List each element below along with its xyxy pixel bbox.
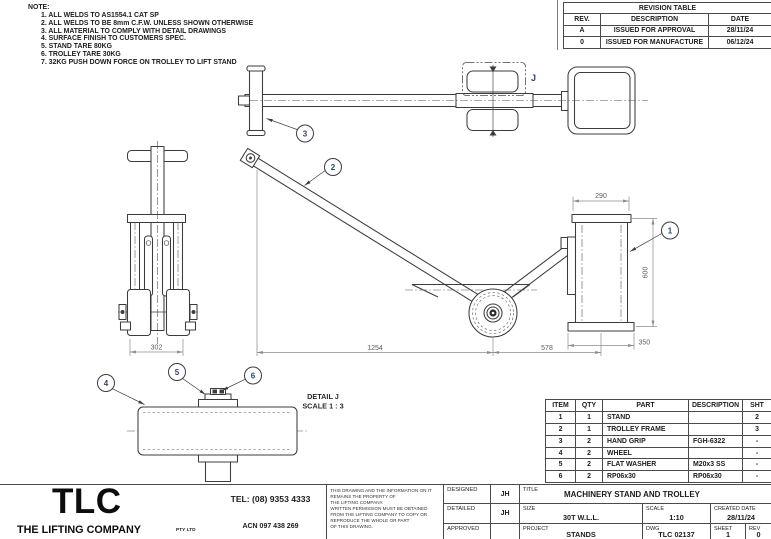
parts-row: 5 2 FLAT WASHER M20x3 SS - [545, 458, 771, 472]
copyright-disclaimer: THIS DRAWING AND THE INFORMATION ON IT R… [326, 485, 443, 539]
dwg-number-value: TLC 02137 [658, 529, 695, 539]
note-item: 5. STAND TARE 80KG [41, 43, 112, 51]
rev-cell: REV 0 [745, 524, 771, 539]
parts-table: ITEM QTY PART DESCRIPTION SHT 1 1 STAND … [545, 399, 771, 484]
revision-row: A ISSUED FOR APPROVAL 28/11/24 [563, 24, 771, 38]
svg-text:6: 6 [251, 371, 256, 380]
notes-block: NOTE: 1. ALL WELDS TO AS1554.1 CAT SP 2.… [28, 4, 253, 67]
phone-number: TEL: (08) 9353 4333 [230, 494, 311, 504]
dim-wheel-to-stand: 578 [541, 345, 553, 352]
detail-axle-stub [204, 461, 232, 483]
svg-text:2: 2 [331, 163, 336, 172]
parts-row: 6 2 RP06x30 RP06x30 - [545, 470, 771, 484]
top-view-trolley: J [237, 62, 648, 137]
detailed-row: DETAILED JH [444, 504, 519, 524]
parts-row: 3 2 HAND GRIP FGH-6322 - [545, 434, 771, 448]
company-name: THE LIFTING COMPANY [17, 524, 141, 536]
scale-cell: SCALE 1:10 [642, 504, 710, 523]
title-cell: TITLE MACHINERY STAND AND TROLLEY [523, 486, 700, 499]
dwg-number-cell: DWG TLC 02137 [642, 524, 710, 539]
size-cell: SIZE 30T W.L.L. [520, 504, 642, 523]
designed-row: DESIGNED JH [444, 485, 519, 504]
drawing-info-block: TITLE MACHINERY STAND AND TROLLEY SIZE 3… [519, 485, 771, 539]
revision-header-row: REV. DESCRIPTION DATE [563, 13, 771, 26]
project-cell: PROJECT STANDS [520, 524, 642, 539]
scale-value: 1:10 [669, 513, 684, 522]
detail-j-boundary [462, 62, 526, 96]
detail-roll-pin [209, 387, 227, 396]
svg-text:3: 3 [303, 129, 308, 138]
title-block: TLC THE LIFTING COMPANY PTY LTD TEL: (08… [0, 482, 771, 539]
size-value: 30T W.L.L. [562, 513, 600, 522]
contact-block: TEL: (08) 9353 4333 ACN 097 438 269 [215, 485, 327, 539]
revision-table: REVISION TABLE REV. DESCRIPTION DATE A I… [563, 1, 771, 49]
sheet-value: 1 [725, 529, 731, 539]
dim-trolley-width: 302 [151, 345, 163, 352]
note-item: 3. ALL MATERIAL TO COMPLY WITH DETAIL DR… [41, 27, 227, 35]
stand-body [574, 221, 629, 324]
approved-row: APPROVED [444, 524, 519, 539]
logo-text: TLC [52, 482, 122, 521]
balloon-2 [324, 158, 342, 176]
company-suffix: PTY LTD [176, 528, 196, 533]
balloon-5 [168, 363, 186, 381]
detailed-by: JH [490, 504, 519, 523]
approved-by [490, 524, 519, 539]
detail-j-view: DETAIL J SCALE 1 : 3 [127, 387, 344, 483]
note-item: 4. SURFACE FINISH TO CUSTOMERS SPEC. [41, 35, 186, 43]
detail-scale-label: SCALE 1 : 3 [302, 402, 343, 411]
note-item: 2. ALL WELDS TO BE 8mm C.F.W. UNLESS SHO… [41, 19, 254, 27]
svg-text:5: 5 [175, 368, 180, 377]
detail-j-marker: J [531, 73, 536, 83]
detail-label: DETAIL J [307, 392, 339, 401]
parts-header-row: ITEM QTY PART DESCRIPTION SHT [545, 399, 771, 412]
balloon-1 [661, 221, 679, 240]
dim-stand-base-width: 350 [639, 340, 651, 347]
project-value: STANDS [566, 529, 596, 539]
notes-heading: NOTE: [28, 4, 50, 11]
designed-by: JH [490, 485, 519, 503]
dim-stand-height: 600 [643, 267, 650, 279]
signature-block: DESIGNED JH DETAILED JH APPROVED [443, 485, 519, 539]
svg-text:1: 1 [668, 226, 673, 235]
created-date-cell: CREATED DATE 28/11/24 [710, 504, 771, 523]
drawing-title: MACHINERY STAND AND TROLLEY [563, 489, 700, 499]
parts-row: 1 1 STAND 2 [545, 410, 771, 424]
note-item: 1. ALL WELDS TO AS1554.1 CAT SP [41, 11, 159, 19]
detail-flat-washer [197, 398, 239, 408]
dim-handle-to-wheel: 1254 [367, 345, 383, 352]
dim-stand-top-width: 290 [595, 193, 607, 200]
sheet-cell: SHEET 1 [710, 524, 745, 539]
parts-row: 4 2 WHEEL - [545, 446, 771, 460]
revision-table-title: REVISION TABLE [563, 1, 771, 15]
balloon-4 [97, 374, 115, 392]
rev-value: 0 [756, 529, 761, 539]
trolley-handle-tube [251, 156, 483, 306]
company-logo: TLC THE LIFTING COMPANY PTY LTD [0, 482, 215, 539]
front-view-trolley: 302 [118, 141, 198, 356]
note-item: 7. 32KG PUSH DOWN FORCE ON TROLLEY TO LI… [41, 58, 237, 66]
detail-wheel [137, 406, 298, 456]
note-item: 6. TROLLEY TARE 30KG [41, 51, 121, 59]
created-date-value: 28/11/24 [726, 513, 755, 522]
balloon-callouts: 1 2 3 4 5 6 [97, 118, 679, 405]
balloon-6 [244, 366, 262, 385]
acn-number: ACN 097 438 269 [242, 523, 299, 530]
revision-row: 0 ISSUED FOR MANUFACTURE 06/12/24 [563, 36, 771, 49]
parts-row: 2 1 TROLLEY FRAME 3 [545, 422, 771, 436]
svg-text:4: 4 [104, 379, 109, 388]
balloon-3 [296, 124, 314, 143]
stand-bracket [566, 236, 577, 296]
side-view-assembly: 1254 578 290 600 350 [239, 147, 657, 356]
